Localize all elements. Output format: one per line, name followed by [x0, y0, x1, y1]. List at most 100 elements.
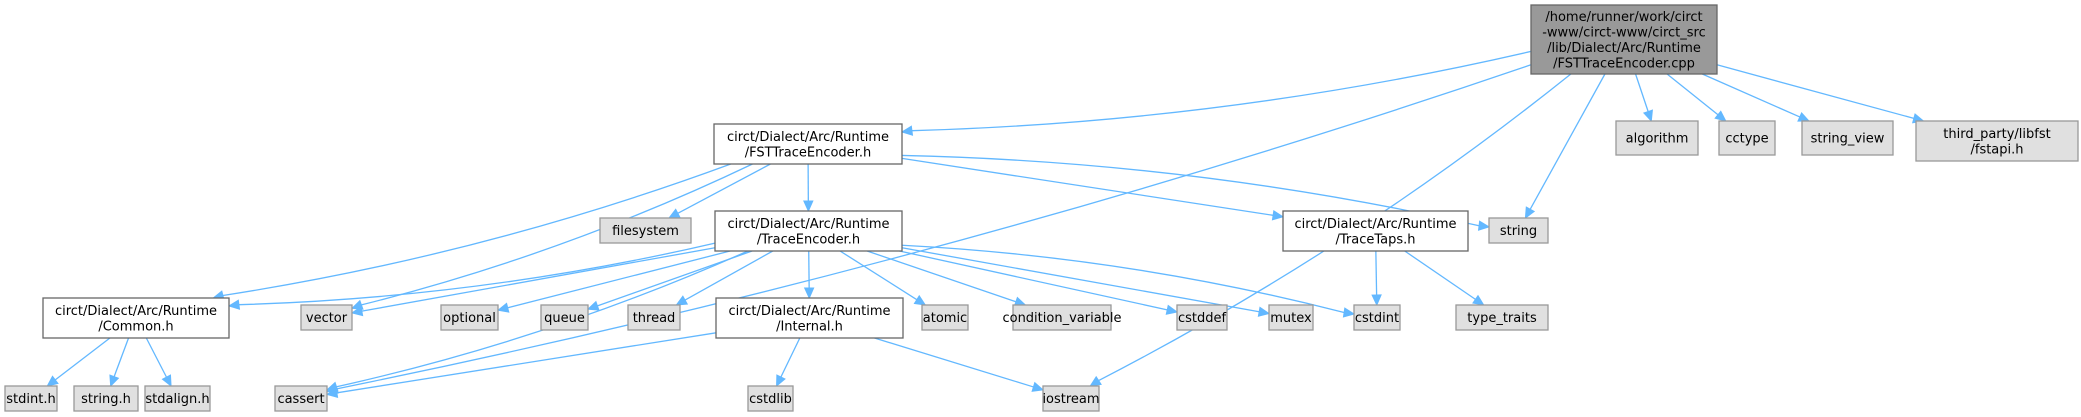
node-label: cctype — [1725, 132, 1768, 147]
node-internal[interactable]: circt/Dialect/Arc/Runtime/Internal.h — [715, 297, 904, 339]
node-box — [713, 123, 903, 165]
node-box — [144, 385, 211, 412]
node-filesystem[interactable]: filesystem — [599, 217, 692, 244]
node-label: mutex — [1270, 311, 1312, 326]
node-box — [1718, 120, 1776, 156]
node-cassert[interactable]: cassert — [274, 385, 328, 412]
node-label: circt/Dialect/Arc/Runtime — [727, 130, 889, 145]
node-label: third_party/libfst — [1943, 127, 2050, 142]
node-box — [747, 385, 794, 412]
node-box — [1488, 217, 1549, 244]
node-box — [1455, 304, 1549, 331]
node-box — [714, 210, 903, 252]
node-type-traits[interactable]: type_traits — [1455, 304, 1549, 331]
edge-traceenc-to-thread — [675, 250, 774, 306]
node-label: atomic — [923, 311, 967, 326]
node-stdint-h[interactable]: stdint.h — [4, 385, 58, 412]
node-thread[interactable]: thread — [627, 304, 681, 331]
node-box — [599, 217, 692, 244]
node-label: cassert — [277, 392, 324, 407]
edge-fsth-to-filesystem — [667, 163, 771, 219]
node-cstddef[interactable]: cstddef — [1176, 304, 1228, 331]
node-tracetaps[interactable]: circt/Dialect/Arc/Runtime/TraceTaps.h — [1282, 210, 1469, 252]
edge-main-to-cctype — [1666, 73, 1727, 122]
edge-internal-to-cstdlib — [776, 337, 801, 388]
node-label: type_traits — [1467, 311, 1537, 326]
node-box — [1915, 120, 2079, 162]
node-cstdlib[interactable]: cstdlib — [747, 385, 794, 412]
node-label: circt/Dialect/Arc/Runtime — [55, 304, 217, 319]
node-queue[interactable]: queue — [540, 304, 589, 331]
node-label: queue — [544, 311, 585, 326]
node-label: thread — [633, 311, 676, 326]
node-fsth[interactable]: circt/Dialect/Arc/Runtime/FSTTraceEncode… — [713, 123, 903, 165]
edge-internal-to-iostream — [874, 337, 1045, 392]
node-stdalign-h[interactable]: stdalign.h — [144, 385, 211, 412]
edge-common-to-stdint_h — [46, 337, 111, 387]
node-vector[interactable]: vector — [300, 304, 353, 331]
node-cctype[interactable]: cctype — [1718, 120, 1776, 156]
edge-traceenc-to-vector — [350, 247, 716, 317]
node-label: filesystem — [612, 224, 679, 239]
node-label: circt/Dialect/Arc/Runtime — [1294, 217, 1456, 232]
edge-common-to-string_h — [109, 337, 130, 388]
edge-main-to-algorithm — [1634, 73, 1653, 123]
edge-traceenc-to-mutex — [901, 247, 1271, 317]
node-label: /lib/Dialect/Arc/Runtime — [1547, 41, 1701, 56]
node-string-view[interactable]: string_view — [1801, 120, 1894, 156]
edge-traceenc-to-cstdint — [901, 244, 1356, 318]
node-optional[interactable]: optional — [440, 304, 499, 331]
node-label: string — [1500, 224, 1537, 239]
node-label: -www/circt-www/circt_src — [1542, 25, 1706, 40]
node-label: algorithm — [1626, 132, 1689, 147]
node-fstapi[interactable]: third_party/libfst/fstapi.h — [1915, 120, 2079, 162]
node-box — [1176, 304, 1228, 331]
node-label: string_view — [1811, 132, 1885, 147]
node-label: /TraceEncoder.h — [757, 232, 860, 247]
edge-traceenc-to-common — [227, 242, 716, 310]
edge-fsth-to-string — [901, 154, 1491, 231]
node-box — [1801, 120, 1894, 156]
edge-main-to-string — [1524, 73, 1606, 220]
node-label: /Internal.h — [776, 319, 843, 334]
node-main[interactable]: /home/runner/work/circt-www/circt-www/ci… — [1530, 4, 1718, 75]
node-condvar[interactable]: condition_variable — [1002, 304, 1122, 331]
node-label: string.h — [81, 392, 131, 407]
node-common[interactable]: circt/Dialect/Arc/Runtime/Common.h — [42, 297, 230, 339]
edge-traceenc-to-internal — [803, 250, 815, 300]
node-box — [300, 304, 353, 331]
node-box — [42, 297, 230, 339]
node-label: /TraceTaps.h — [1335, 232, 1415, 247]
node-traceenc[interactable]: circt/Dialect/Arc/Runtime/TraceEncoder.h — [714, 210, 903, 252]
node-string[interactable]: string — [1488, 217, 1549, 244]
edge-internal-to-cassert — [325, 332, 717, 398]
node-mutex[interactable]: mutex — [1268, 304, 1314, 331]
node-box — [1282, 210, 1469, 252]
node-label: vector — [306, 311, 348, 326]
edge-fsth-to-tracetaps — [901, 157, 1285, 221]
edge-traceenc-to-atomic — [839, 250, 927, 306]
node-atomic[interactable]: atomic — [921, 304, 969, 331]
node-label: stdalign.h — [145, 392, 209, 407]
node-iostream[interactable]: iostream — [1042, 385, 1100, 412]
node-box — [440, 304, 499, 331]
node-box — [1042, 385, 1100, 412]
node-label: /home/runner/work/circt — [1545, 10, 1702, 25]
node-algorithm[interactable]: algorithm — [1615, 120, 1699, 156]
node-box — [1268, 304, 1314, 331]
node-box — [540, 304, 589, 331]
edge-fsth-to-traceenc — [803, 163, 814, 213]
node-box — [1353, 304, 1401, 331]
node-label: /FSTTraceEncoder.cpp — [1553, 56, 1695, 71]
node-label: stdint.h — [6, 392, 55, 407]
node-cstdint[interactable]: cstdint — [1353, 304, 1401, 331]
node-label: cstdlib — [749, 392, 792, 407]
node-label: iostream — [1042, 392, 1099, 407]
node-label: cstdint — [1355, 311, 1399, 326]
edge-common-to-stdalign_h — [145, 337, 172, 388]
edge-tracetaps-to-type_traits — [1404, 250, 1485, 306]
node-string-h[interactable]: string.h — [73, 385, 139, 412]
edge-fsth-to-vector — [350, 163, 753, 310]
node-label: circt/Dialect/Arc/Runtime — [728, 304, 890, 319]
node-label: /fstapi.h — [1970, 142, 2023, 157]
